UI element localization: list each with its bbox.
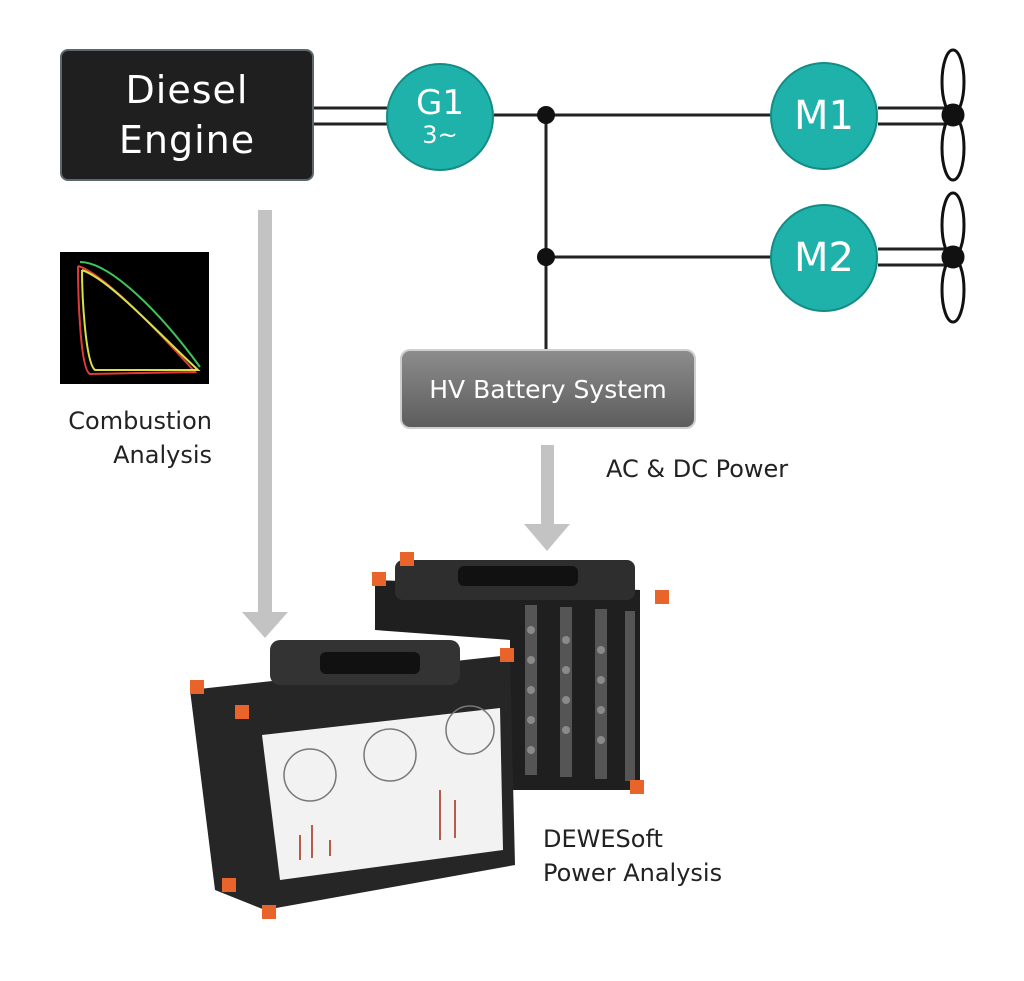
engine-shaft (314, 106, 388, 126)
motor-m2: M2 (770, 204, 878, 312)
ac-dc-power-label: AC & DC Power (606, 455, 789, 483)
battery-label: HV Battery System (429, 374, 667, 404)
dewesoft-power-analysis-label: DEWESoft Power Analysis (543, 822, 722, 890)
bus-junction-node (537, 248, 555, 266)
bus-junction-node (537, 106, 555, 124)
arrow-battery-to-device (524, 445, 570, 551)
motor-m1-label: M1 (794, 93, 854, 139)
combustion-label-line2: Analysis (113, 441, 212, 469)
engine-label-line1: Diesel (125, 68, 249, 112)
motor-shafts (878, 106, 952, 267)
arrow-engine-to-device (242, 210, 288, 638)
hv-battery-box: HV Battery System (400, 349, 696, 429)
propeller-icon (940, 191, 966, 324)
combustion-label-line1: Combustion (68, 407, 212, 435)
generator-name: G1 (416, 83, 464, 123)
dewesoft-label-line2: Power Analysis (543, 859, 723, 887)
generator-phase: 3~ (422, 121, 458, 149)
diesel-engine-box: Diesel Engine (60, 49, 314, 181)
engine-label-line2: Engine (118, 118, 256, 162)
motor-m2-label: M2 (794, 235, 854, 281)
combustion-analysis-label: Combustion Analysis (40, 404, 212, 472)
motor-m1: M1 (770, 62, 878, 170)
generator-g1: G1 3~ (386, 63, 494, 171)
electric-bus (494, 113, 772, 350)
combustion-plot-thumbnail (60, 252, 209, 384)
propeller-icon (940, 48, 966, 182)
data-acquisition-device (372, 552, 669, 794)
dewesoft-label-line1: DEWESoft (543, 825, 663, 853)
data-acquisition-device (190, 640, 515, 919)
